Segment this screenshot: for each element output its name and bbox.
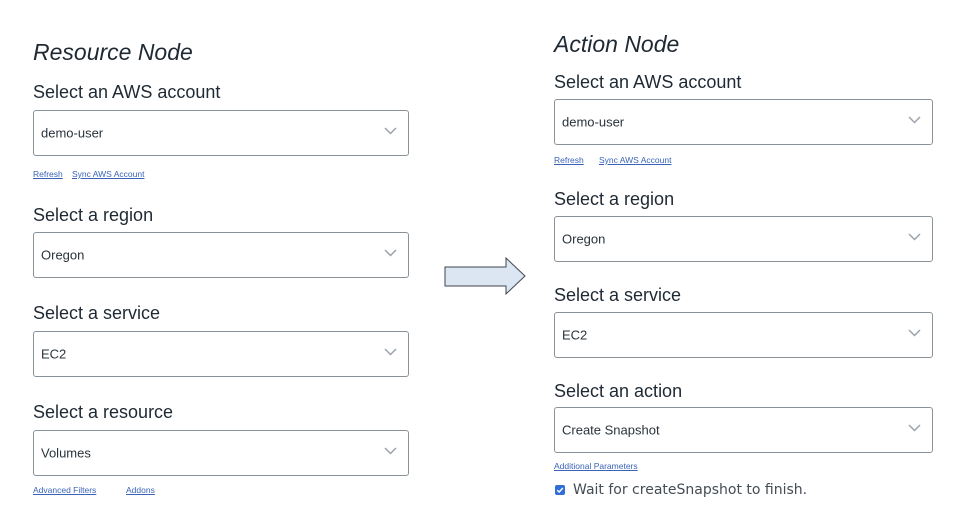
right-arrow-icon xyxy=(444,256,526,302)
chevron-down-icon xyxy=(384,446,397,456)
region-label: Select a region xyxy=(554,189,675,209)
service-select[interactable]: EC2 xyxy=(554,312,933,358)
chevron-down-icon xyxy=(384,248,397,258)
region-select[interactable]: Oregon xyxy=(554,216,933,262)
sync-aws-account-link[interactable]: Sync AWS Account xyxy=(599,155,672,165)
region-select[interactable]: Oregon xyxy=(33,232,409,278)
action-label: Select an action xyxy=(554,381,683,401)
chevron-down-icon xyxy=(384,126,397,136)
additional-parameters-link[interactable]: Additional Parameters xyxy=(554,461,638,471)
region-label: Select a region xyxy=(33,205,154,225)
wait-checkbox[interactable] xyxy=(555,485,565,495)
chevron-down-icon xyxy=(384,347,397,357)
advanced-filters-link[interactable]: Advanced Filters xyxy=(33,485,97,495)
chevron-down-icon xyxy=(908,232,921,242)
region-select-value: Oregon xyxy=(562,231,606,247)
resource-select[interactable]: Volumes xyxy=(33,430,409,476)
resource-label: Select a resource xyxy=(33,402,174,422)
service-select-value: EC2 xyxy=(41,346,67,362)
resource-node-title: Resource Node xyxy=(33,39,193,65)
wait-checkbox-label: Wait for createSnapshot to finish. xyxy=(573,482,808,498)
chevron-down-icon xyxy=(908,423,921,433)
action-select[interactable]: Create Snapshot xyxy=(554,407,933,453)
service-label: Select a service xyxy=(33,303,161,323)
account-select-value: demo-user xyxy=(41,125,104,141)
region-select-value: Oregon xyxy=(41,247,85,263)
action-node-title: Action Node xyxy=(554,31,680,57)
service-label: Select a service xyxy=(554,285,682,305)
account-label: Select an AWS account xyxy=(554,72,742,92)
account-select[interactable]: demo-user xyxy=(33,110,409,156)
addons-link[interactable]: Addons xyxy=(126,485,155,495)
refresh-link[interactable]: Refresh xyxy=(33,169,63,179)
account-select[interactable]: demo-user xyxy=(554,99,933,145)
chevron-down-icon xyxy=(908,115,921,125)
account-select-value: demo-user xyxy=(562,114,625,130)
action-select-value: Create Snapshot xyxy=(562,422,660,438)
refresh-link[interactable]: Refresh xyxy=(554,155,584,165)
account-label: Select an AWS account xyxy=(33,82,221,102)
service-select-value: EC2 xyxy=(562,327,588,343)
sync-aws-account-link[interactable]: Sync AWS Account xyxy=(72,169,145,179)
service-select[interactable]: EC2 xyxy=(33,331,409,377)
resource-select-value: Volumes xyxy=(41,445,91,461)
chevron-down-icon xyxy=(908,328,921,338)
